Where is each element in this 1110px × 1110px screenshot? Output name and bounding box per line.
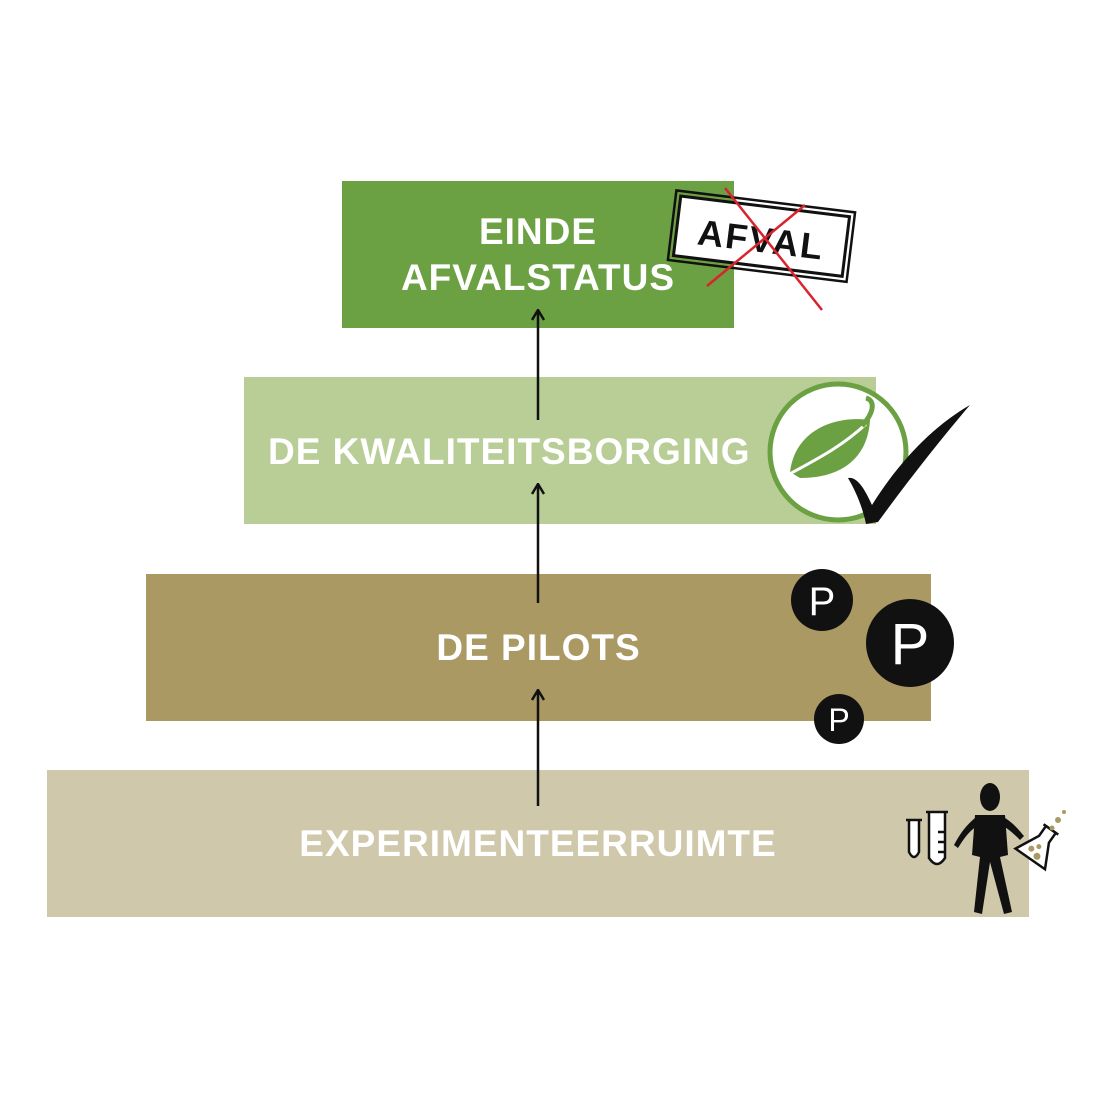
checkmark-icon	[848, 405, 970, 524]
parking-badge-icon-large: P	[866, 599, 954, 687]
flask-icon	[1013, 810, 1066, 872]
badge-p-top: P	[809, 580, 836, 624]
badge-p-small: P	[828, 702, 849, 738]
test-tubes-icon	[906, 810, 948, 866]
person-icon	[954, 783, 1024, 914]
parking-badge-icon-small: P	[814, 694, 864, 744]
level-experimenteerruimte-label: EXPERIMENTEERRUIMTE	[299, 822, 777, 864]
level-kwaliteitsborging: DE KWALITEITSBORGING	[244, 377, 876, 524]
level-einde-line2: AFVALSTATUS	[400, 256, 676, 298]
leaf-badge-icon	[767, 381, 909, 523]
level-kwaliteitsborging-label: DE KWALITEITSBORGING	[268, 431, 751, 472]
parking-badge-icon-top: P	[791, 569, 853, 631]
afval-stamp-icon: AFVAL	[666, 187, 857, 311]
level-einde-line1: EINDE	[478, 210, 598, 252]
badge-p-large: P	[891, 612, 930, 677]
level-pilots-label: DE PILOTS	[436, 626, 641, 668]
